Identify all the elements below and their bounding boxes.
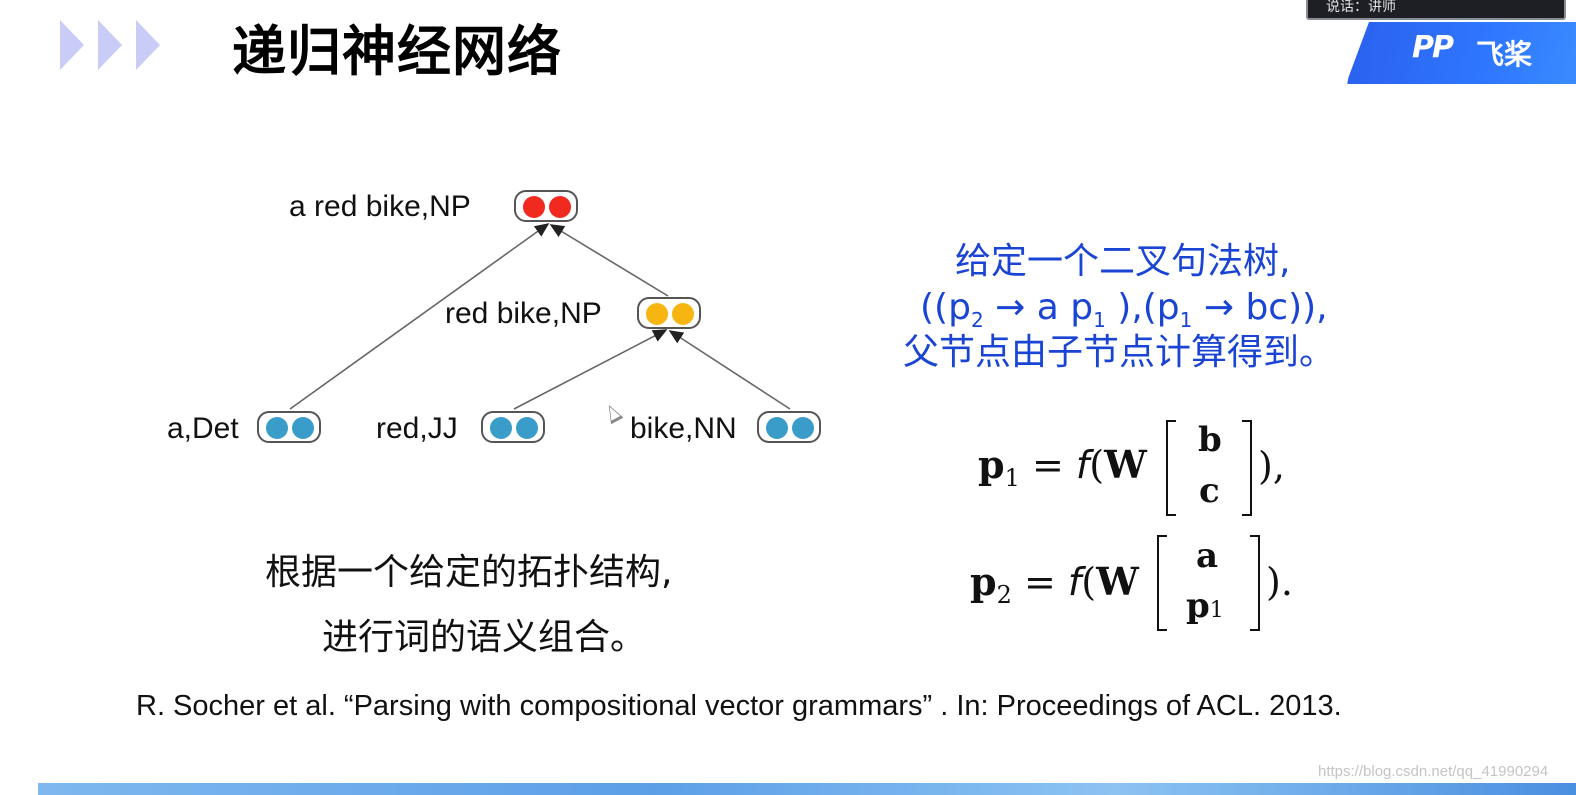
vector-unit-dot <box>266 417 288 439</box>
description-line2: ((p2 → a p1 ),(p1 → bc)), <box>920 287 1328 333</box>
bottom-decor-strip <box>38 783 1576 795</box>
slide-title: 递归神经网络 <box>232 20 562 83</box>
vector-unit-dot <box>292 417 314 439</box>
formula-p1: p1 = f(W <box>978 442 1147 492</box>
tree-node-label-jj: red,JJ <box>376 412 458 445</box>
formula-p2-close: ). <box>1266 560 1293 604</box>
matrix-right-bracket <box>1250 535 1260 631</box>
header-arrow-icon <box>136 20 160 70</box>
formula-p1-close: ), <box>1258 444 1285 488</box>
vector-unit-dot <box>490 417 512 439</box>
tree-node-vector-nn <box>757 411 821 443</box>
matrix-entry-p1: p1 <box>1186 586 1224 626</box>
edge-jj-to-np <box>513 329 668 410</box>
paddle-logo-icon: PP <box>1412 30 1454 65</box>
vector-unit-dot <box>766 417 788 439</box>
description-line3: 父节点由子节点计算得到。 <box>903 332 1336 373</box>
source-watermark: https://blog.csdn.net/qq_41990294 <box>1318 763 1549 780</box>
vector-unit-dot <box>516 417 538 439</box>
paddle-logo-text: 飞桨 <box>1476 38 1533 71</box>
matrix-entry-c: c <box>1199 471 1220 511</box>
tree-node-vector-np <box>637 297 701 329</box>
matrix-left-bracket <box>1157 535 1167 631</box>
tree-node-label-det: a,Det <box>167 412 239 445</box>
tree-caption-line2: 进行词的语义组合。 <box>322 617 647 658</box>
paddle-logo-banner <box>1346 22 1576 84</box>
edge-det-to-root <box>289 223 550 410</box>
edge-nn-to-np <box>668 330 791 410</box>
vector-unit-dot <box>523 196 545 218</box>
header-arrow-icon <box>98 20 122 70</box>
speaker-chip: 说话：讲师 <box>1306 0 1566 20</box>
vector-unit-dot <box>672 303 694 325</box>
tree-node-vector-det <box>257 411 321 443</box>
speaker-chip-label: 说话：讲师 <box>1326 0 1396 15</box>
tree-node-label-nn: bike,NN <box>630 412 737 445</box>
tree-node-label-root: a red bike,NP <box>289 190 471 223</box>
citation-reference: R. Socher et al. “Parsing with compositi… <box>136 690 1342 722</box>
vector-unit-dot <box>646 303 668 325</box>
description-line1: 给定一个二叉句法树, <box>955 241 1291 282</box>
header-arrow-icon <box>60 20 84 70</box>
matrix-right-bracket <box>1242 420 1252 516</box>
tree-node-label-np: red bike,NP <box>445 297 602 330</box>
matrix-left-bracket <box>1166 420 1176 516</box>
formula-p2: p2 = f(W <box>970 559 1139 609</box>
tree-caption-line1: 根据一个给定的拓扑结构, <box>265 552 673 593</box>
vector-unit-dot <box>549 196 571 218</box>
matrix-entry-b: b <box>1198 420 1222 460</box>
tree-node-vector-root <box>514 190 578 222</box>
vector-unit-dot <box>792 417 814 439</box>
tree-node-vector-jj <box>481 411 545 443</box>
edge-np-to-root <box>549 224 669 297</box>
matrix-entry-a: a <box>1196 536 1219 576</box>
